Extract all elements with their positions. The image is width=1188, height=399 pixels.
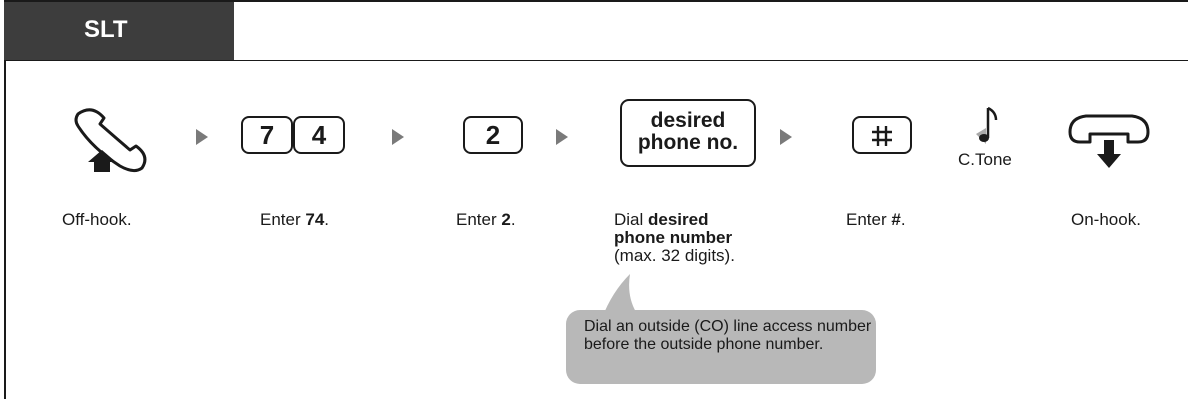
procedure-frame <box>4 0 1188 399</box>
caption-enter-74: Enter 74. <box>260 210 330 229</box>
key-7: 7 <box>241 116 293 154</box>
header-rule <box>4 60 1188 61</box>
hash-key <box>852 116 912 154</box>
note-balloon-tail <box>602 274 640 318</box>
caption-onhook: On-hook. <box>1071 210 1141 229</box>
caption-offhook: Off-hook. <box>62 210 132 229</box>
note-balloon <box>566 310 876 384</box>
caption-enter-hash: Enter #. <box>846 210 906 229</box>
key-4: 4 <box>293 116 345 154</box>
caption-enter-2: Enter 2. <box>456 210 516 229</box>
step-arrow-icon <box>196 129 208 145</box>
handset-onhook-icon <box>1068 114 1150 168</box>
desired-key-line2: phone no. <box>637 131 739 154</box>
handset-offhook-icon <box>74 108 147 173</box>
confirmation-tone-label: C.Tone <box>958 150 1012 169</box>
music-note-icon <box>976 106 998 144</box>
key-2: 2 <box>463 116 523 154</box>
desired-key-line1: desired <box>650 109 726 132</box>
step-arrow-icon <box>392 129 404 145</box>
note-text: Dial an outside (CO) line access number … <box>584 318 872 353</box>
caption-dial-number: Dial desired phone number (max. 32 digit… <box>614 210 735 265</box>
header-tab: SLT <box>4 2 234 60</box>
hash-key-icon <box>872 126 892 146</box>
header-title: SLT <box>84 16 128 43</box>
desired-phone-key: desired phone no. <box>620 99 756 167</box>
step-arrow-icon <box>780 129 792 145</box>
step-arrow-icon <box>556 129 568 145</box>
